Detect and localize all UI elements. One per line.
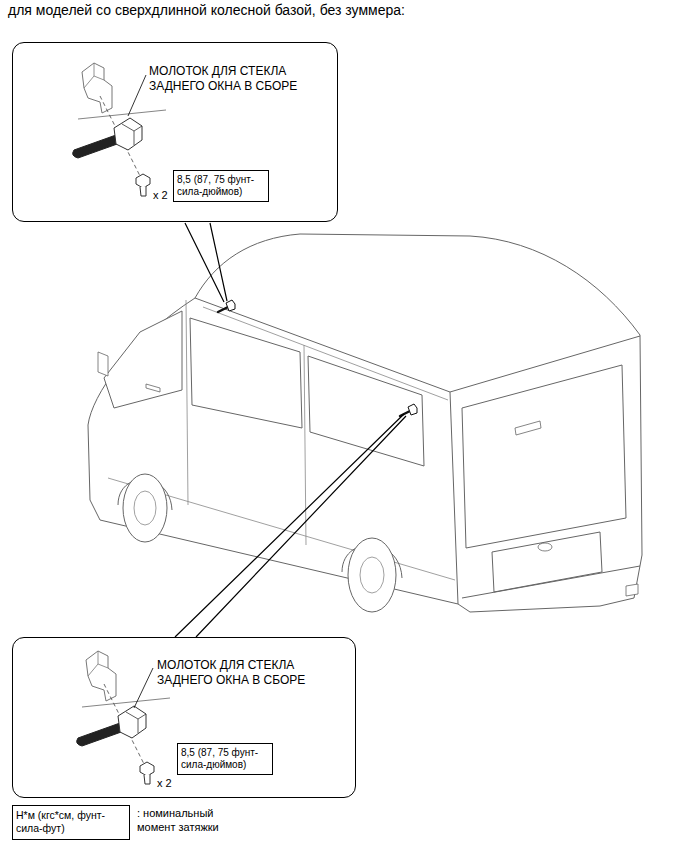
van-drawing [88,234,642,612]
callout-pointer [175,414,406,637]
hammer-location [218,300,235,312]
rear-window [462,365,626,548]
door-handle [146,384,160,392]
torque-unit: Н*м (кгс*см, фунт- сила-фут) [16,809,126,835]
torque-value: 8,5 (87, 75 фунт- сила-дюймов) [181,747,269,771]
legend-box: Н*м (кгс*см, фунт- сила-фут) [12,805,130,840]
callout-pointer [185,223,227,302]
front-wheel [123,474,167,542]
hammer-detail [77,651,170,784]
leader-line [128,75,146,116]
diagram-title: для моделей со сверхдлинной колесной баз… [8,2,405,18]
callout-panel: МОЛОТОК ДЛЯ СТЕКЛА ЗАДНЕГО ОКНА В СБОРЕ 8… [12,637,356,798]
hammer-location [400,404,417,416]
legend-note: : номинальный момент затяжки [137,806,245,835]
leader-line [134,668,153,708]
torque-value: 8,5 (87, 75 фунт- сила-дюймов) [177,174,265,198]
label-slot: x 2 [153,189,168,202]
van-body [88,234,642,612]
door-window [104,311,182,408]
quantity: x 2 [153,189,168,202]
quantity: x 2 [157,777,172,790]
torque-box: 8,5 (87, 75 фунт- сила-дюймов) [173,170,269,202]
rear-wheel [348,538,396,612]
door-seam [186,300,306,545]
side-window [190,318,302,428]
part-name: МОЛОТОК ДЛЯ СТЕКЛА ЗАДНЕГО ОКНА В СБОРЕ [157,658,343,688]
part-name: МОЛОТОК ДЛЯ СТЕКЛА ЗАДНЕГО ОКНА В СБОРЕ [149,64,335,94]
wheel-hub [134,491,156,525]
label-slot: x 2 [157,777,172,790]
emblem [538,543,552,551]
label-slot: : номинальный момент затяжки [137,806,245,835]
wheel-hub [360,557,384,593]
stop-lamp [515,421,541,435]
torque-box: 8,5 (87, 75 фунт- сила-дюймов) [177,743,273,775]
mirror [98,352,108,376]
tail-light [626,584,638,596]
callout-panel: МОЛОТОК ДЛЯ СТЕКЛА ЗАДНЕГО ОКНА В СБОРЕ 8… [12,42,338,222]
side-window [308,356,424,466]
rear-bumper [462,566,640,598]
